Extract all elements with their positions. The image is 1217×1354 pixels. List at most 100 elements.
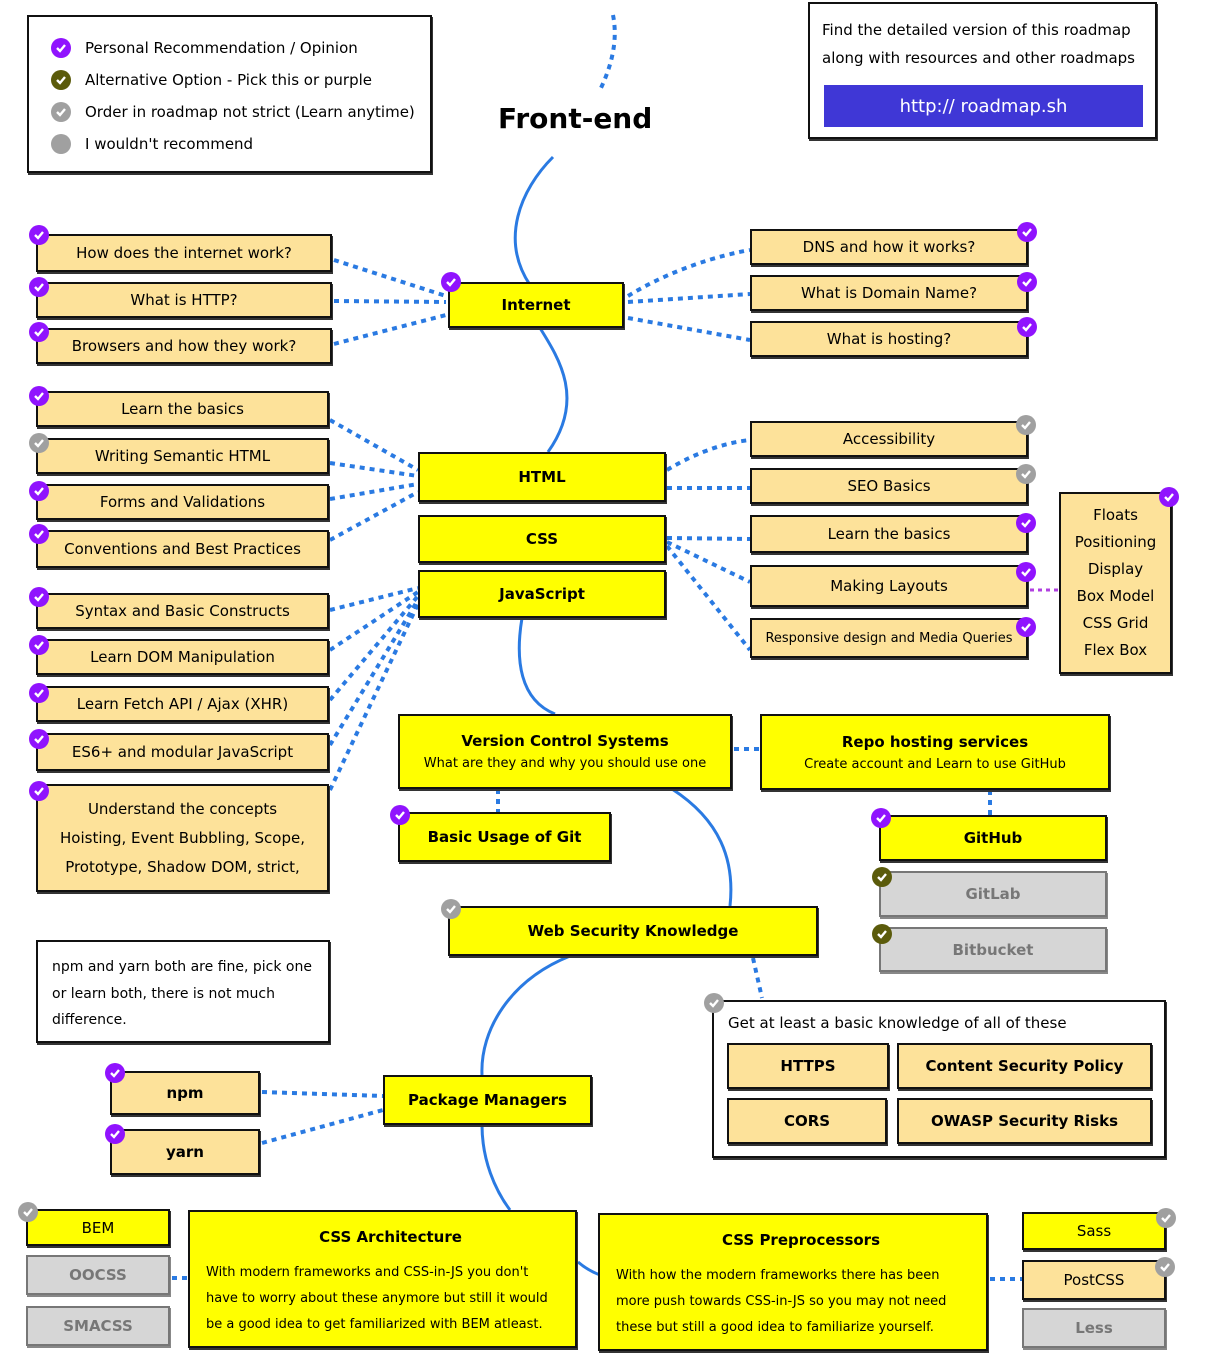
node-vcs[interactable]: Version Control Systems What are they an… xyxy=(398,714,732,789)
option-smacss[interactable]: SMACSS xyxy=(26,1306,170,1346)
topic-https[interactable]: HTTPS xyxy=(727,1043,889,1089)
node-css-preprocessors[interactable]: CSS Preprocessors With how the modern fr… xyxy=(598,1213,988,1351)
connector xyxy=(665,438,751,472)
olive-check-icon xyxy=(872,924,892,944)
option-npm[interactable]: npm xyxy=(110,1071,260,1115)
css-arch-line: have to worry about these anymore but st… xyxy=(206,1291,548,1306)
topic-fetch[interactable]: Learn Fetch API / Ajax (XHR) xyxy=(36,686,329,722)
purple-check-icon xyxy=(871,808,891,828)
gray-check-icon xyxy=(18,1202,38,1222)
node-web-security[interactable]: Web Security Knowledge xyxy=(448,906,818,956)
node-internet[interactable]: Internet xyxy=(448,282,624,328)
node-repo-hosting[interactable]: Repo hosting services Create account and… xyxy=(760,714,1110,790)
css-pre-line: more push towards CSS-in-JS so you may n… xyxy=(616,1294,947,1309)
topic-semantic-html[interactable]: Writing Semantic HTML xyxy=(36,438,329,474)
repo-subtitle: Create account and Learn to use GitHub xyxy=(804,756,1066,772)
css-pre-line: these but still a good idea to familiari… xyxy=(616,1320,934,1335)
option-bem[interactable]: BEM xyxy=(26,1209,170,1246)
topic-git[interactable]: Basic Usage of Git xyxy=(398,812,611,862)
topic-accessibility[interactable]: Accessibility xyxy=(750,421,1028,457)
topic-css-basics[interactable]: Learn the basics xyxy=(750,515,1028,553)
promo-line: along with resources and other roadmaps xyxy=(822,49,1135,67)
package-note: npm and yarn both are fine, pick one or … xyxy=(36,940,330,1043)
purple-check-icon xyxy=(29,277,49,297)
purple-check-icon xyxy=(390,805,410,825)
node-css-architecture[interactable]: CSS Architecture With modern frameworks … xyxy=(188,1210,577,1348)
roadmap-link[interactable]: http:// roadmap.sh xyxy=(824,85,1143,127)
connector xyxy=(626,248,751,298)
option-sass[interactable]: Sass xyxy=(1022,1212,1166,1250)
option-github[interactable]: GitHub xyxy=(879,815,1107,861)
topic-html-basics[interactable]: Learn the basics xyxy=(36,391,329,427)
css-arch-line: With modern frameworks and CSS-in-JS you… xyxy=(206,1265,529,1280)
layout-item[interactable]: Box Model xyxy=(1076,587,1155,605)
option-postcss[interactable]: PostCSS xyxy=(1022,1260,1166,1300)
topic-owasp[interactable]: OWASP Security Risks xyxy=(897,1098,1152,1144)
connector xyxy=(333,258,447,298)
spine-segment xyxy=(577,1260,601,1277)
topic-es6[interactable]: ES6+ and modular JavaScript xyxy=(36,733,329,771)
spine-segment xyxy=(538,327,569,453)
topic-seo[interactable]: SEO Basics xyxy=(750,468,1028,504)
layouts-list: Floats Positioning Display Box Model CSS… xyxy=(1059,492,1172,674)
topic-conventions[interactable]: Conventions and Best Practices xyxy=(36,530,329,568)
option-gitlab[interactable]: GitLab xyxy=(879,871,1107,917)
option-less[interactable]: Less xyxy=(1022,1308,1166,1348)
topic-dns[interactable]: DNS and how it works? xyxy=(750,229,1028,265)
topic-what-is-http[interactable]: What is HTTP? xyxy=(36,282,332,318)
topic-js-syntax[interactable]: Syntax and Basic Constructs xyxy=(36,593,329,629)
promo-line: Find the detailed version of this roadma… xyxy=(822,21,1131,39)
purple-check-icon xyxy=(1159,487,1179,507)
topic-responsive[interactable]: Responsive design and Media Queries xyxy=(750,618,1028,658)
purple-check-icon xyxy=(1017,222,1037,242)
node-javascript[interactable]: JavaScript xyxy=(418,570,666,618)
topic-csp[interactable]: Content Security Policy xyxy=(897,1043,1152,1089)
topic-how-internet-works[interactable]: How does the internet work? xyxy=(36,234,332,272)
topic-dom[interactable]: Learn DOM Manipulation xyxy=(36,639,329,675)
connector xyxy=(328,594,420,702)
layout-item[interactable]: Display xyxy=(1087,560,1144,578)
gray-check-icon xyxy=(1016,415,1036,435)
connector xyxy=(665,544,752,652)
option-yarn[interactable]: yarn xyxy=(110,1129,260,1175)
connector xyxy=(328,590,420,652)
node-html[interactable]: HTML xyxy=(418,452,666,502)
node-css[interactable]: CSS xyxy=(418,515,666,563)
topic-forms[interactable]: Forms and Validations xyxy=(36,484,329,520)
layout-item[interactable]: Floats xyxy=(1093,506,1138,524)
promo-box: Find the detailed version of this roadma… xyxy=(808,2,1157,139)
topic-browsers[interactable]: Browsers and how they work? xyxy=(36,328,332,364)
purple-check-icon xyxy=(105,1124,125,1144)
topic-domain-name[interactable]: What is Domain Name? xyxy=(750,275,1028,311)
purple-check-icon xyxy=(1016,562,1036,582)
topic-cors[interactable]: CORS xyxy=(727,1098,887,1144)
css-arch-line: be a good idea to get familiarized with … xyxy=(206,1317,543,1332)
connector xyxy=(627,316,751,342)
purple-check-icon xyxy=(1017,317,1037,337)
purple-check-icon xyxy=(29,781,49,801)
connector xyxy=(333,313,447,346)
purple-check-icon xyxy=(29,225,49,245)
topic-hosting[interactable]: What is hosting? xyxy=(750,321,1028,357)
page-title: Front-end xyxy=(498,102,653,135)
layout-item[interactable]: Flex Box xyxy=(1083,641,1148,659)
layout-item[interactable]: CSS Grid xyxy=(1082,614,1149,632)
purple-check-icon xyxy=(105,1063,125,1083)
spine-segment xyxy=(480,1124,512,1211)
css-arch-title: CSS Architecture xyxy=(319,1228,462,1246)
legend-label: Order in roadmap not strict (Learn anyti… xyxy=(85,103,415,121)
connector xyxy=(261,1108,384,1145)
option-oocss[interactable]: OOCSS xyxy=(26,1255,170,1295)
olive-check-icon xyxy=(872,867,892,887)
node-package-managers[interactable]: Package Managers xyxy=(383,1075,592,1125)
legend-item: I wouldn't recommend xyxy=(51,134,253,154)
security-note: Get at least a basic knowledge of all of… xyxy=(728,1014,1067,1032)
concepts-line: Hoisting, Event Bubbling, Scope, xyxy=(60,828,305,847)
layout-item[interactable]: Positioning xyxy=(1074,533,1157,551)
purple-check-icon xyxy=(29,524,49,544)
concepts-line: Prototype, Shadow DOM, strict, xyxy=(65,857,300,876)
topic-js-concepts[interactable]: Understand the concepts Hoisting, Event … xyxy=(36,784,329,892)
option-bitbucket[interactable]: Bitbucket xyxy=(879,927,1107,972)
topic-layouts[interactable]: Making Layouts xyxy=(750,565,1028,607)
purple-check-icon xyxy=(441,272,461,292)
